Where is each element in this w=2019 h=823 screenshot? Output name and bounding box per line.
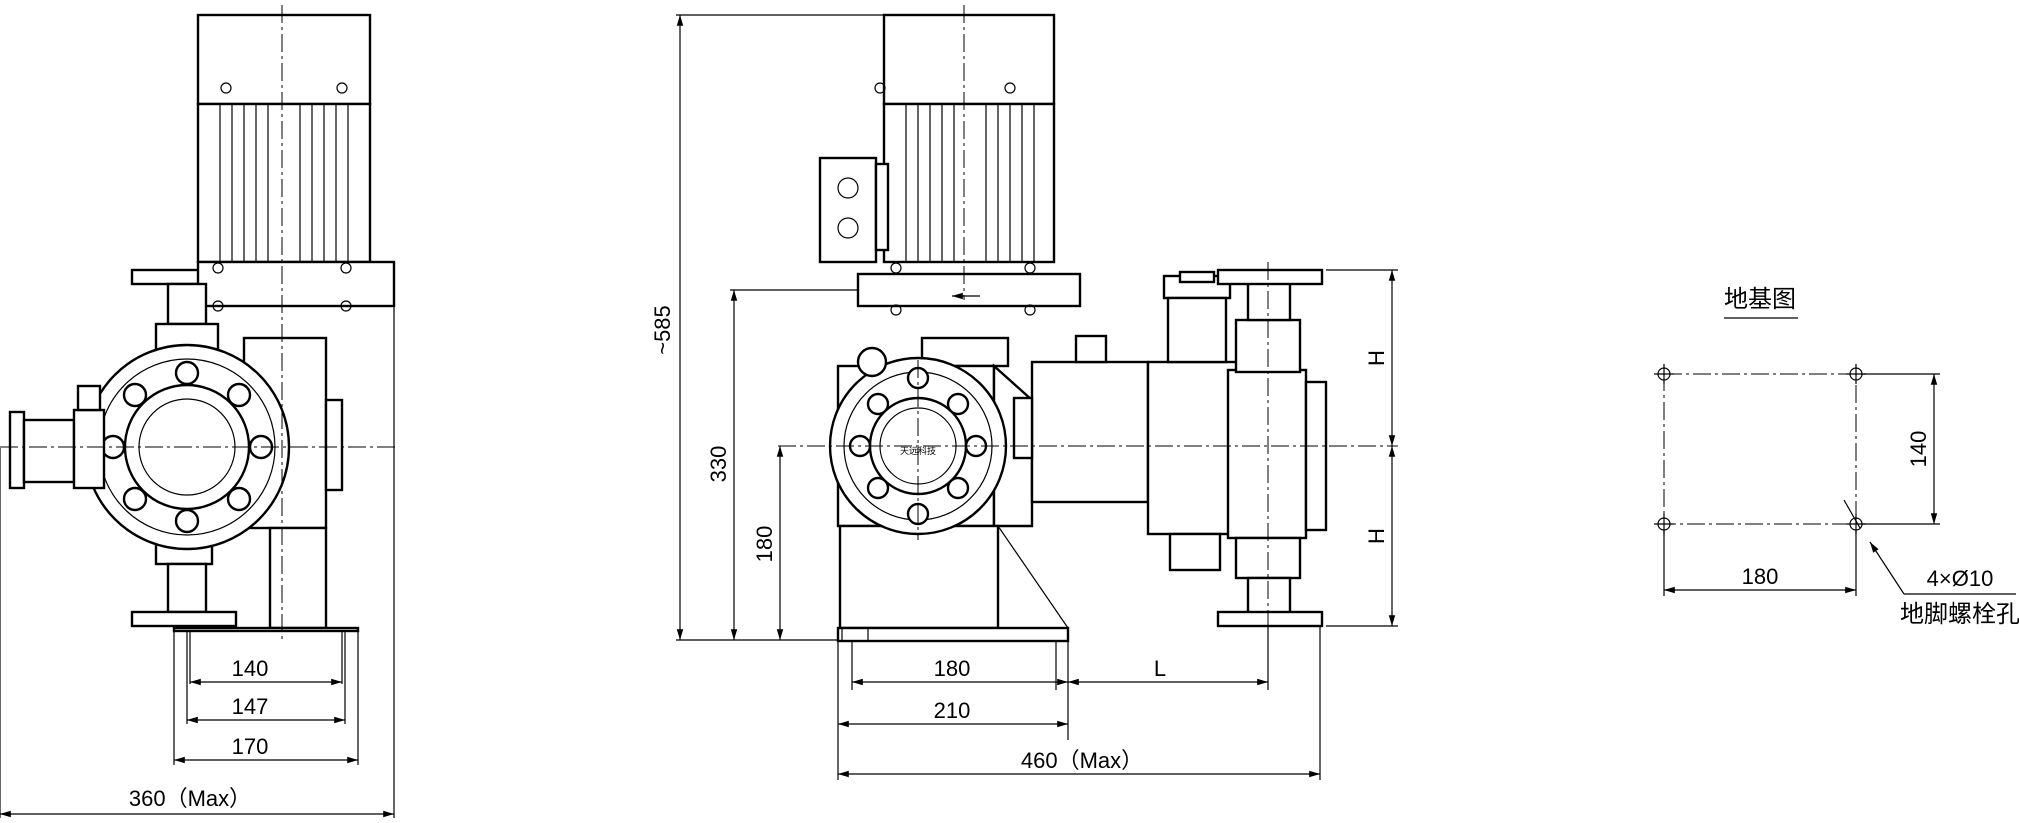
pump-head-side: 天远科技: [828, 346, 1008, 536]
dim-l-width: L: [1154, 656, 1166, 681]
dim-460-max: 460（Max）: [1021, 748, 1143, 773]
front-view: 140 147 170 360（Max）: [0, 5, 396, 818]
dim-h-lower: H: [1364, 528, 1389, 544]
motor-front: [130, 13, 396, 312]
dim-210-width: 210: [934, 698, 971, 723]
dim-h-upper: H: [1364, 350, 1389, 366]
bolt-holes: [1654, 364, 1866, 534]
side-view: 天远科技: [650, 5, 1398, 780]
liquid-end-side: [1216, 268, 1328, 628]
dim-140-foundation: 140: [1906, 431, 1931, 468]
foundation-plan: 地基图 140 180 4×Ø10 地脚螺栓孔: [1654, 285, 2019, 628]
dim-360-max: 360（Max）: [129, 786, 251, 811]
motor-side: [818, 13, 1082, 316]
dim-585-height: ~585: [650, 305, 675, 355]
dim-330-height: 330: [706, 446, 731, 483]
hole-label: 地脚螺栓孔: [1900, 600, 2019, 628]
stroke-knob-front: [8, 384, 106, 490]
pump-head-front: [83, 343, 291, 551]
dim-180-foundation: 180: [1742, 564, 1779, 589]
hole-spec: 4×Ø10: [1927, 566, 1994, 591]
dim-180-width: 180: [934, 656, 971, 681]
dim-147-front: 147: [232, 694, 269, 719]
dim-140-front: 140: [232, 656, 269, 681]
dim-180-height: 180: [752, 526, 777, 563]
dim-170-front: 170: [232, 734, 269, 759]
foundation-title: 地基图: [1724, 285, 1796, 313]
